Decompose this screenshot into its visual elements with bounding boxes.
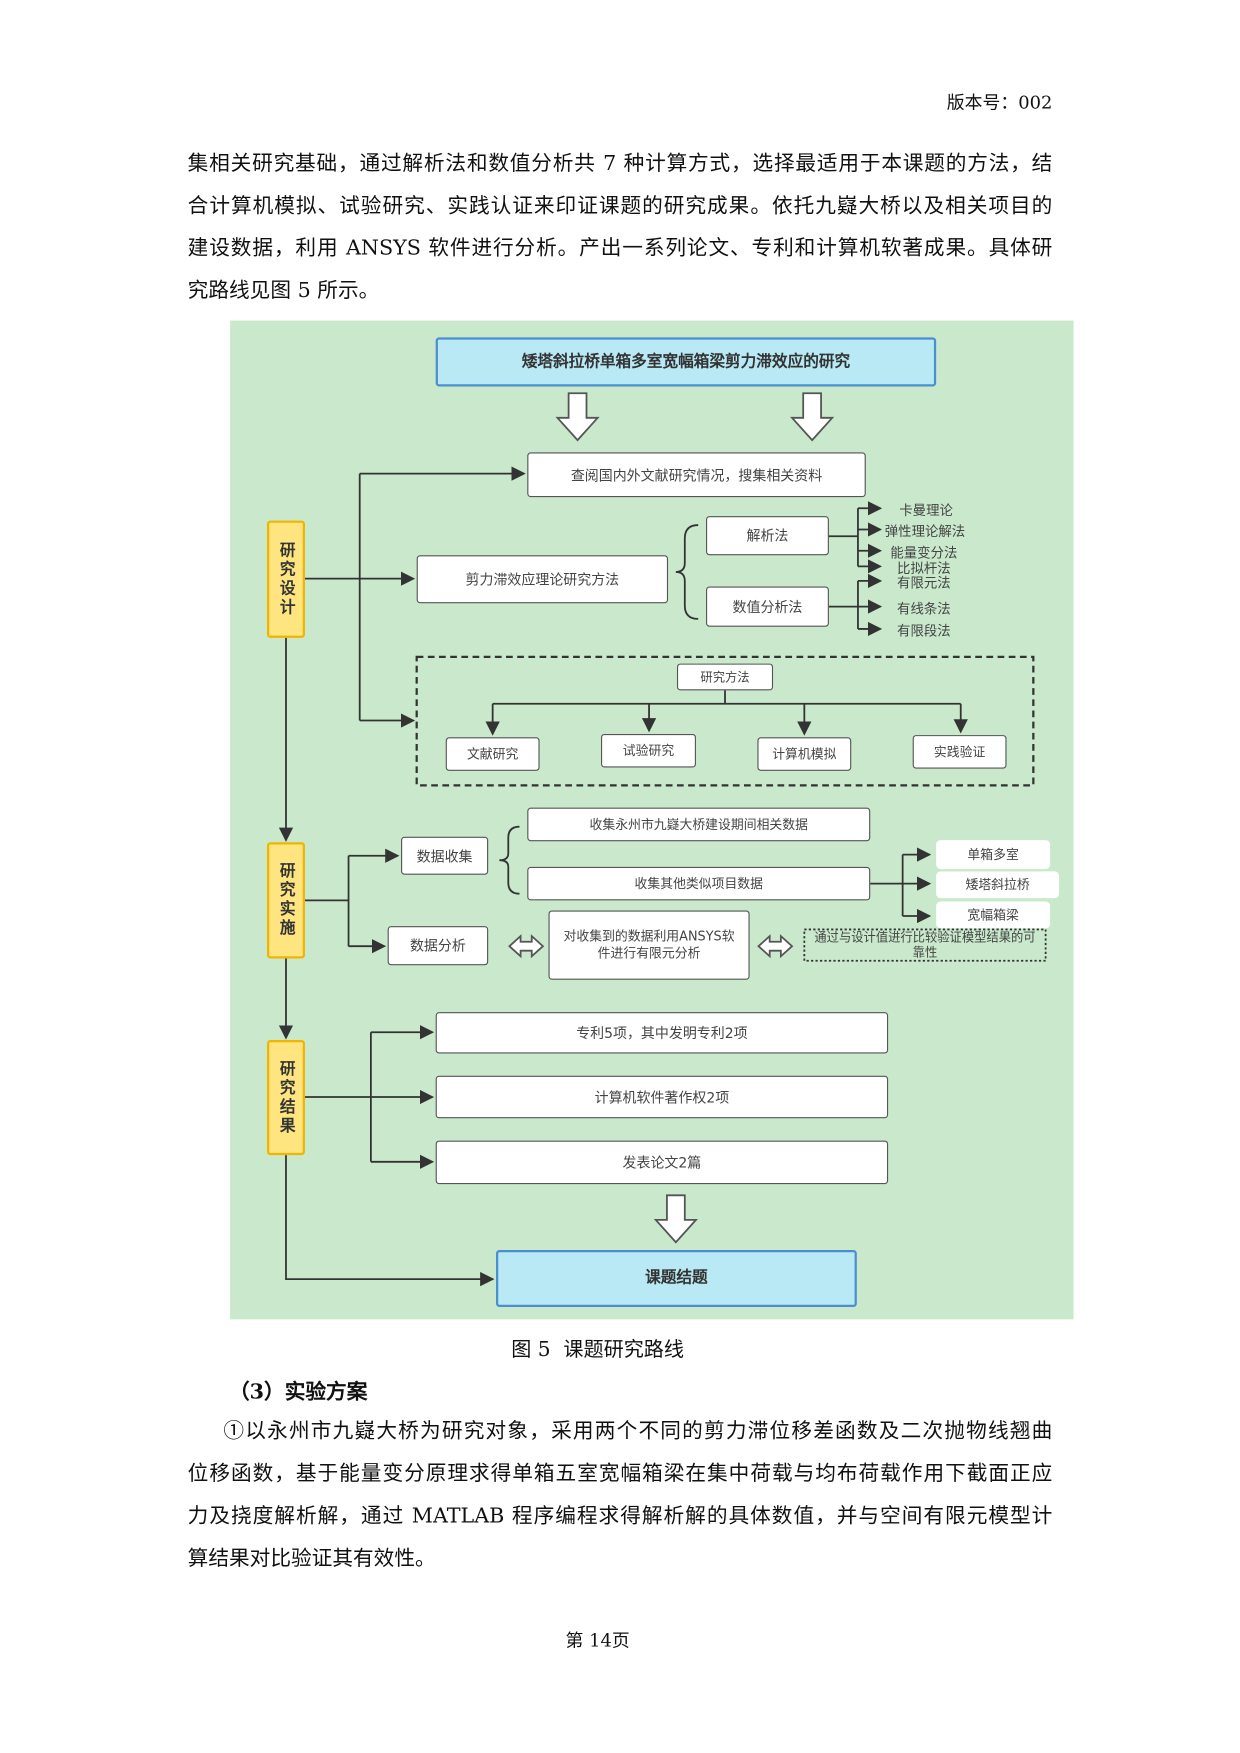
diagram-title-box: 矮塔斜拉桥单箱多室宽幅箱梁剪力滞效应的研究 — [435, 337, 937, 387]
method-label: 有限元法 — [897, 575, 951, 591]
text-line: 位移函数，基于能量变分原理求得单箱五室宽幅箱梁在集中荷载与均布荷载作用下截面正应 — [187, 1462, 1053, 1486]
theory-box: 剪力滞效应理论研究方法 — [416, 555, 669, 604]
analytic-box: 解析法 — [706, 516, 829, 556]
stage-implementation: 研究实施 — [266, 842, 305, 959]
version-label: 版本号：002 — [946, 91, 1053, 113]
type-box: 单箱多室 — [936, 840, 1051, 870]
stage-results: 研究结果 — [266, 1040, 305, 1156]
method-label: 能量变分法 — [890, 545, 958, 561]
result-box: 计算机软件著作权2项 — [435, 1075, 889, 1119]
method-box: 试验研究 — [601, 733, 696, 768]
method-label: 卡曼理论 — [899, 502, 953, 519]
body-paragraph: ①以永州市九嶷大桥为研究对象，采用两个不同的剪力滞位移差函数及二次抛物线翘曲 位… — [188, 1411, 1053, 1581]
collect-box: 收集永州市九嶷大桥建设期间相关数据 — [527, 807, 871, 842]
type-box: 宽幅箱梁 — [936, 901, 1051, 929]
method-label: 比拟杆法 — [897, 560, 951, 577]
ansys-box: 对收集到的数据利用ANSYS软件进行有限元分析 — [548, 910, 750, 980]
text-line: 合计算机模拟、试验研究、实践认证来印证课题的研究成果。依托九嶷大桥以及相关项目的 — [187, 194, 1053, 218]
text-line: 建设数据，利用 ANSYS 软件进行分析。产出一系列论文、专利和计算机软著成果。… — [187, 236, 1053, 261]
section-title: （3）实验方案 — [229, 1380, 368, 1405]
data-analysis-box: 数据分析 — [387, 926, 489, 966]
research-methods-box: 研究方法 — [676, 663, 774, 691]
method-box: 计算机模拟 — [757, 737, 852, 771]
result-box: 发表论文2篇 — [435, 1140, 889, 1185]
figure-caption: 图 5 课题研究路线 — [511, 1338, 685, 1362]
data-collect-box: 数据收集 — [401, 836, 489, 875]
method-label: 有线条法 — [897, 601, 951, 617]
literature-box: 查阅国内外文献研究情况，搜集相关资料 — [527, 452, 866, 498]
method-box: 文献研究 — [445, 737, 540, 771]
intro-paragraph: 集相关研究基础，通过解析法和数值分析共 7 种计算方式，选择最适用于本课题的方法… — [188, 143, 1053, 313]
conclusion-box: 课题结题 — [496, 1250, 857, 1308]
method-label: 有限段法 — [897, 623, 951, 639]
text-line: ①以永州市九嶷大桥为研究对象，采用两个不同的剪力滞位移差函数及二次抛物线翘曲 — [223, 1419, 1053, 1444]
type-box: 矮塔斜拉桥 — [936, 871, 1060, 899]
result-box: 专利5项，其中发明专利2项 — [435, 1012, 889, 1054]
text-line: 算结果对比验证其有效性。 — [187, 1547, 436, 1571]
numeric-box: 数值分析法 — [706, 586, 829, 627]
stage-design: 研究设计 — [266, 520, 305, 638]
text-line: 集相关研究基础，通过解析法和数值分析共 7 种计算方式，选择最适用于本课题的方法… — [187, 151, 1053, 176]
method-label: 弹性理论解法 — [884, 523, 966, 540]
method-box: 实践验证 — [912, 735, 1007, 769]
text-line: 力及挠度解析解，通过 MATLAB 程序编程求得解析解的具体数值，并与空间有限元… — [187, 1504, 1053, 1529]
connector-lines — [278, 392, 1047, 1287]
text-line: 究路线见图 5 所示。 — [187, 279, 380, 303]
verify-box: 通过与设计值进行比较验证模型结果的可靠性 — [814, 930, 1036, 960]
page-number: 第 14页 — [565, 1629, 630, 1652]
collect-box: 收集其他类似项目数据 — [527, 866, 871, 901]
